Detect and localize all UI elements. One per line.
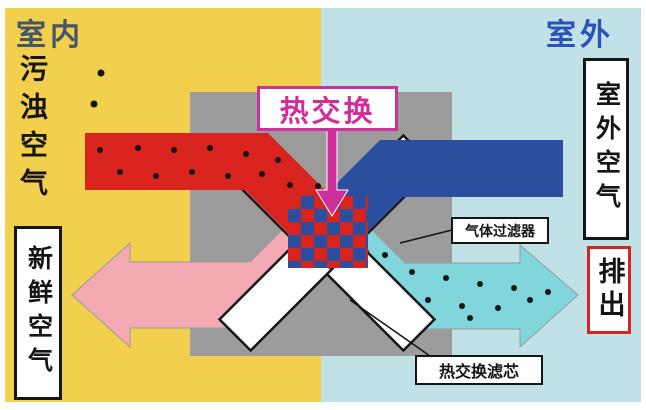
outdoor-region-label: 室外 (546, 19, 614, 52)
heat-exchange-core-labelbox: 热交换滤芯 (415, 355, 543, 385)
gas-filter-label: 气体过滤器 (465, 222, 535, 239)
heat-exchange-labelbox: 热交换 (257, 86, 398, 131)
gas-filter-leader-line (399, 229, 453, 244)
dirty-air-label: 污浊空气 (17, 54, 48, 206)
heat-exchange-core-label: 热交换滤芯 (438, 364, 519, 381)
exhaust-label: 排出 (594, 257, 625, 323)
fresh-air-label: 新鲜空气 (24, 245, 53, 381)
heat-exchange-pointer-arrow (315, 129, 349, 217)
heat-exchange-label: 热交换 (279, 95, 376, 128)
outdoor-air-label: 室外空气 (592, 81, 621, 217)
fresh-air-labelbox: 新鲜空气 (14, 226, 62, 400)
exhaust-labelbox: 排出 (587, 246, 631, 334)
core-leader-line (349, 299, 431, 357)
indoor-region-label: 室内 (16, 19, 84, 52)
indoor-particle-dots (90, 69, 105, 108)
gas-filter-labelbox: 气体过滤器 (451, 217, 549, 244)
outdoor-air-labelbox: 室外空气 (583, 58, 629, 240)
